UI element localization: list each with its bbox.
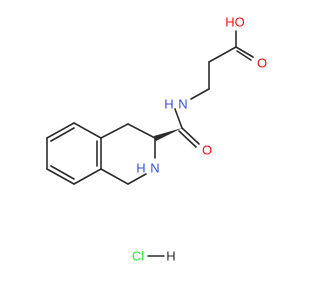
bond-nh-camide <box>174 108 183 129</box>
bond-ccooh-ch2 <box>208 46 237 63</box>
ring-n-label: N <box>150 161 159 176</box>
hydrogen-label: H <box>166 249 175 264</box>
bond-ch2-nh <box>190 88 210 100</box>
hydroxyl-o-label: HO <box>225 15 245 30</box>
bond-c3-c4 <box>127 123 156 139</box>
bond-c-o-double-1 <box>235 46 254 58</box>
bond-c5-c6 <box>46 122 75 139</box>
bonds <box>46 30 254 257</box>
molecule-structure: HO O N H O N H Cl H <box>46 15 267 264</box>
bond-c7-c8 <box>46 168 75 185</box>
wedge-bond <box>154 128 182 141</box>
bond-c-o-double-2 <box>236 50 252 61</box>
amide-n-h-label: H <box>164 97 173 112</box>
ring-n-h-label: H <box>136 161 145 176</box>
bond-c4-c4a <box>100 123 129 139</box>
bond-camide-o-2 <box>178 130 197 148</box>
carbonyl-o-acid-label: O <box>257 56 267 71</box>
bond-n2-c1 <box>127 173 147 185</box>
atom-labels: HO O N H O N H Cl H <box>132 15 267 264</box>
amide-n-label: N <box>178 97 187 112</box>
chlorine-label: Cl <box>132 249 144 264</box>
bond-c7-c8-inner <box>50 165 75 180</box>
carbonyl-o-amide-label: O <box>202 143 212 158</box>
bond-c8-c8a <box>73 168 102 185</box>
bond-c1-c8a <box>100 168 129 185</box>
bond-c5-c6-inner <box>50 127 75 142</box>
bond-c4a-c5 <box>73 122 102 139</box>
bond-camide-o-1 <box>181 127 200 145</box>
